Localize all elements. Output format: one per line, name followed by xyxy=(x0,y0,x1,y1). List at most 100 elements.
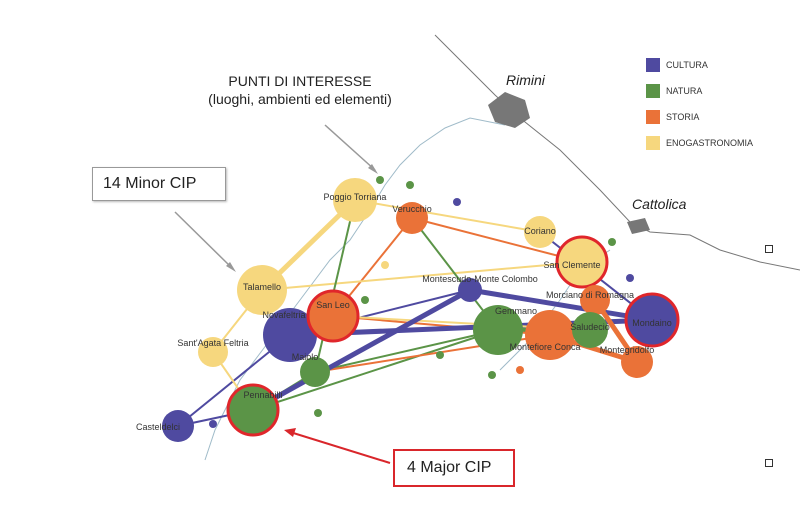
link-cultura xyxy=(469,287,653,323)
node-saludecio[interactable]: Saludecio xyxy=(570,312,610,348)
node-label: Montescudo-Monte Colombo xyxy=(422,274,538,284)
resize-handle[interactable] xyxy=(765,245,773,253)
node-circle xyxy=(333,178,377,222)
annotation-arrows xyxy=(174,124,391,464)
legend-label: CULTURA xyxy=(666,60,708,70)
node-label: San Leo xyxy=(316,300,350,310)
city-cattolica: Cattolica xyxy=(632,196,687,212)
junction-dot xyxy=(406,181,414,189)
node-label: Morciano di Romagna xyxy=(546,290,634,300)
title-line-2: (luoghi, ambienti ed elementi) xyxy=(208,91,392,107)
node-label: Coriano xyxy=(524,226,556,236)
node-circle xyxy=(525,310,575,360)
node-circle xyxy=(226,383,280,437)
legend: CULTURA NATURA STORIA ENOGASTRONOMIA xyxy=(646,58,753,162)
cattolica-area xyxy=(627,218,650,234)
node-circle xyxy=(555,235,609,289)
major-cip-label: 4 Major CIP xyxy=(393,449,515,487)
junction-dot xyxy=(436,351,444,359)
node-label: Novafeltria xyxy=(262,310,305,320)
legend-swatch xyxy=(646,136,660,150)
points-of-interest-title: PUNTI DI INTERESSE (luoghi, ambienti ed … xyxy=(170,72,430,108)
node-san-clemente[interactable]: San Clemente xyxy=(543,235,609,289)
junction-dot xyxy=(608,238,616,246)
junction-dot xyxy=(381,261,389,269)
legend-item-natura: NATURA xyxy=(646,84,753,98)
node-label: San Clemente xyxy=(543,260,600,270)
node-label: Saludecio xyxy=(570,322,610,332)
link-natura xyxy=(314,199,356,373)
junction-dot xyxy=(626,274,634,282)
legend-item-storia: STORIA xyxy=(646,110,753,124)
node-sant-agata-feltria[interactable]: Sant'Agata Feltria xyxy=(177,337,249,367)
junction-dot xyxy=(314,409,322,417)
node-label: Maiolo xyxy=(292,352,319,362)
legend-label: STORIA xyxy=(666,112,700,122)
node-label: Gemmano xyxy=(495,306,537,316)
node-label: Sant'Agata Feltria xyxy=(177,338,248,348)
node-coriano[interactable]: Coriano xyxy=(524,216,556,248)
node-mondaino[interactable]: Mondaino xyxy=(624,292,680,348)
node-label: Montefiore Conca xyxy=(509,342,580,352)
legend-item-enogastronomia: ENOGASTRONOMIA xyxy=(646,136,753,150)
junction-dot xyxy=(361,296,369,304)
node-casteldelci[interactable]: Casteldelci xyxy=(136,410,194,442)
node-label: Montegridolfo xyxy=(600,345,655,355)
node-circle xyxy=(473,305,523,355)
legend-item-cultura: CULTURA xyxy=(646,58,753,72)
link-cultura xyxy=(251,287,472,413)
node-gemmano[interactable]: Gemmano xyxy=(473,305,537,355)
coastline xyxy=(434,34,800,271)
node-label: Pennabilli xyxy=(243,390,282,400)
node-circle xyxy=(263,308,317,362)
node-circle xyxy=(621,346,653,378)
node-circle xyxy=(237,265,287,315)
node-pennabilli[interactable]: Pennabilli xyxy=(226,383,283,437)
node-poggio-torriana[interactable]: Poggio Torriana xyxy=(324,178,387,222)
city-rimini: Rimini xyxy=(506,72,545,88)
node-montefiore-conca[interactable]: Montefiore Conca xyxy=(509,310,581,360)
node-label: Casteldelci xyxy=(136,422,180,432)
node-montegridolfo[interactable]: Montegridolfo xyxy=(600,345,655,378)
node-circle xyxy=(572,312,608,348)
node-label: Mondaino xyxy=(632,318,672,328)
junction-dot xyxy=(516,366,524,374)
link-storia xyxy=(411,217,583,263)
link-enogastronomia xyxy=(261,261,583,291)
node-label: Talamello xyxy=(243,282,281,292)
legend-swatch xyxy=(646,110,660,124)
node-san-leo[interactable]: San Leo xyxy=(306,289,360,343)
junction-dot xyxy=(488,371,496,379)
legend-swatch xyxy=(646,58,660,72)
legend-label: NATURA xyxy=(666,86,703,96)
node-montescudo-monte-colombo[interactable]: Montescudo-Monte Colombo xyxy=(422,274,538,302)
node-circle xyxy=(580,285,610,315)
node-verucchio[interactable]: Verucchio xyxy=(392,202,432,234)
node-morciano-di-romagna[interactable]: Morciano di Romagna xyxy=(546,285,634,315)
link-enogastronomia xyxy=(354,199,541,233)
node-circle xyxy=(396,202,428,234)
node-circle xyxy=(198,337,228,367)
minor-cip-label: 14 Minor CIP xyxy=(92,167,226,201)
node-circle xyxy=(624,292,680,348)
legend-swatch xyxy=(646,84,660,98)
junction-dot xyxy=(209,420,217,428)
node-circle xyxy=(524,216,556,248)
legend-label: ENOGASTRONOMIA xyxy=(666,138,754,148)
node-circle xyxy=(458,278,482,302)
junction-dot xyxy=(376,176,384,184)
node-novafeltria[interactable]: Novafeltria xyxy=(262,308,317,362)
title-line-1: PUNTI DI INTERESSE xyxy=(228,73,372,89)
node-talamello[interactable]: Talamello xyxy=(237,265,287,315)
resize-handle[interactable] xyxy=(765,459,773,467)
node-maiolo[interactable]: Maiolo xyxy=(292,352,330,387)
rimini-area xyxy=(488,92,530,128)
link-natura xyxy=(314,329,499,373)
junction-dot xyxy=(453,198,461,206)
node-circle xyxy=(306,289,360,343)
node-label: Verucchio xyxy=(392,204,432,214)
link-natura xyxy=(252,329,499,411)
node-label: Poggio Torriana xyxy=(324,192,387,202)
node-circle xyxy=(300,357,330,387)
